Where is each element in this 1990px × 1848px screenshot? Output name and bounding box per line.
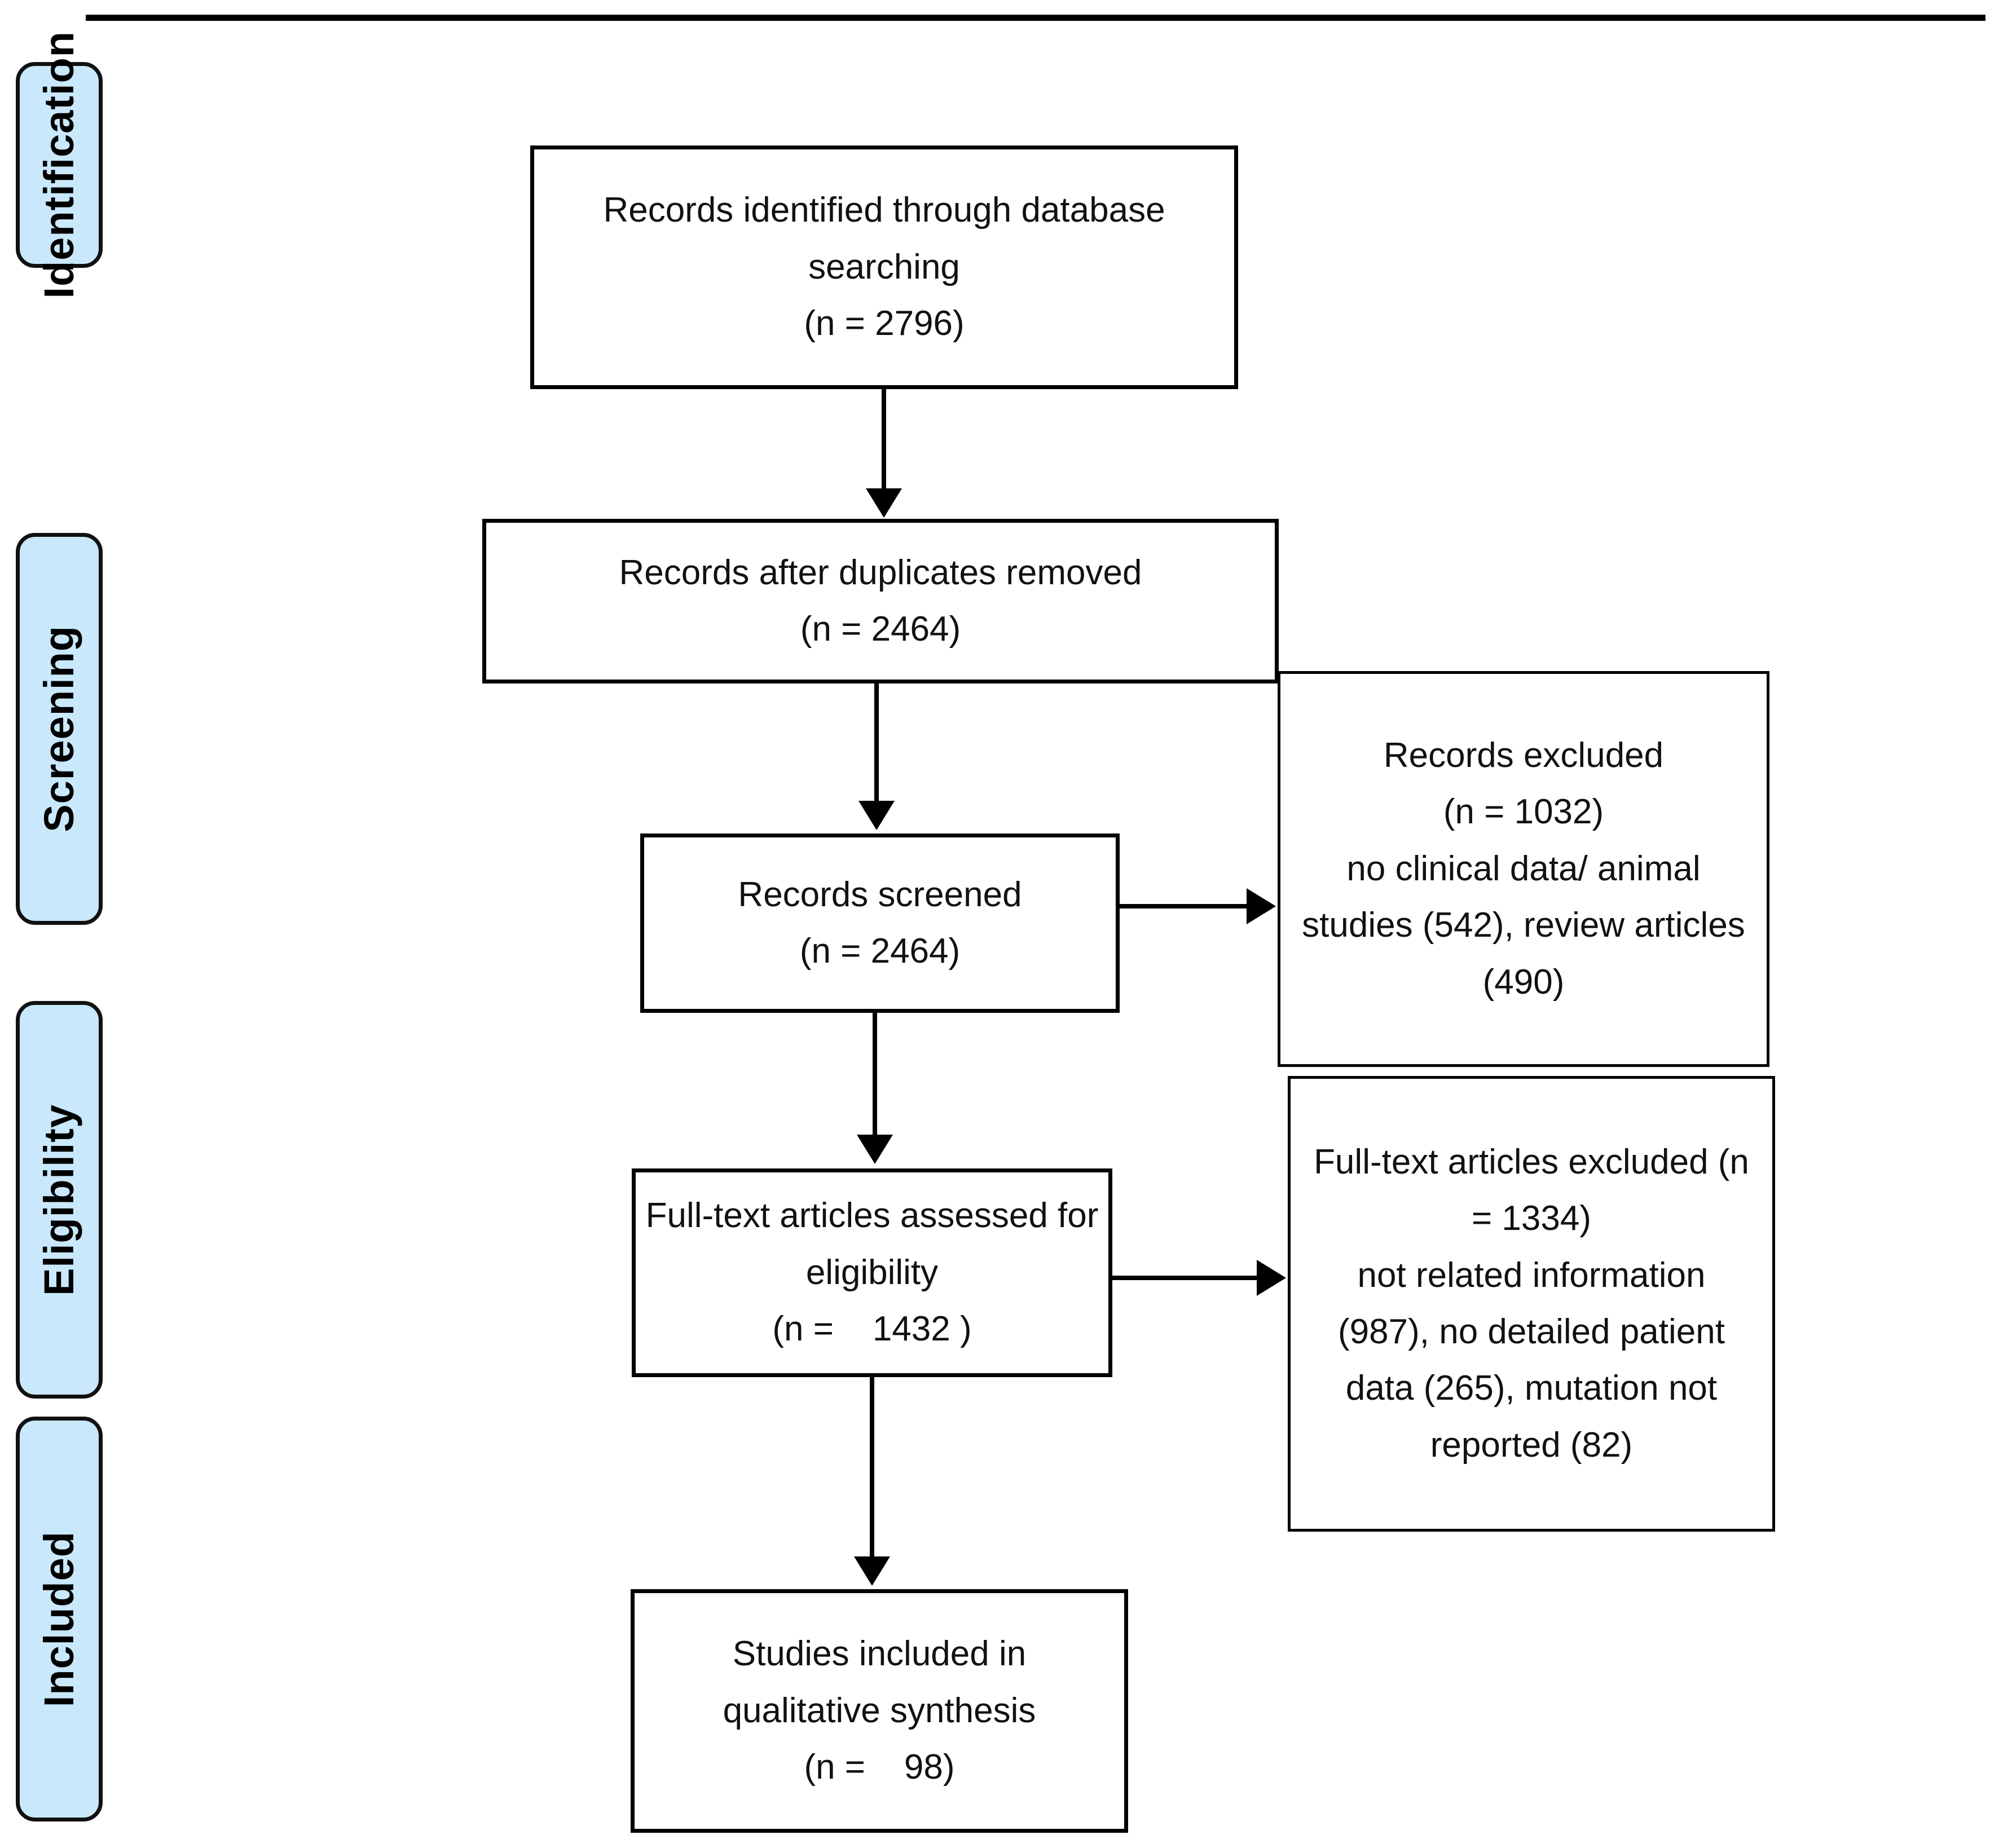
box-records-screened-line-2: (n = 2464) [799, 932, 961, 971]
box-records-screened-line-1: Records screened [738, 875, 1022, 914]
box-records-excluded-line-3: no clinical data/ animal [1346, 849, 1701, 888]
box-fulltext-excluded-line-5: data (265), mutation not [1345, 1369, 1718, 1408]
box-studies-included: Studies included in qualitative synthesi… [631, 1589, 1128, 1833]
stage-tab-screening: Screening [16, 533, 103, 925]
box-fulltext-assessed-line-3: (n = 1432 ) [772, 1309, 972, 1349]
box-studies-included-line-3: (n = 98) [804, 1748, 955, 1787]
box-records-identified-line-2: searching [808, 247, 960, 286]
stage-label-eligibility: Eligibility [36, 1104, 82, 1296]
box-records-excluded-line-5: (490) [1482, 962, 1565, 1002]
box-records-excluded-line-2: (n = 1032) [1443, 792, 1604, 832]
box-records-after-duplicates-line-2: (n = 2464) [800, 610, 961, 649]
connector-screened-to-excluded [1120, 904, 1251, 908]
connector-duplicates-to-screened [874, 683, 879, 805]
stage-tab-eligibility: Eligibility [16, 1001, 103, 1399]
box-fulltext-excluded-line-6: reported (82) [1430, 1425, 1633, 1465]
arrowhead-fulltext-to-included [854, 1556, 890, 1586]
connector-identified-to-duplicates [882, 389, 886, 512]
box-records-excluded-line-1: Records excluded [1383, 735, 1664, 775]
stage-tab-identification: Identification [16, 31, 103, 299]
stage-label-screening: Screening [36, 625, 82, 832]
box-fulltext-excluded-line-2: = 1334) [1471, 1199, 1591, 1238]
connector-fulltext-to-excluded [1112, 1276, 1260, 1280]
stage-label-included: Included [36, 1531, 82, 1708]
box-records-excluded-line-4: studies (542), review articles [1302, 906, 1745, 945]
box-fulltext-excluded-line-4: (987), no detailed patient [1338, 1312, 1725, 1351]
box-fulltext-excluded-line-3: not related information [1357, 1255, 1706, 1295]
arrowhead-duplicates-to-screened [858, 801, 895, 830]
arrowhead-screened-to-excluded [1247, 888, 1276, 924]
box-records-after-duplicates: Records after duplicates removed (n = 24… [482, 519, 1279, 683]
box-records-excluded: Records excluded (n = 1032) no clinical … [1278, 671, 1769, 1067]
box-records-identified: Records identified through database sear… [530, 145, 1238, 389]
stage-tab-included: Included [16, 1417, 103, 1821]
box-records-identified-line-3: (n = 2796) [804, 304, 965, 343]
box-records-identified-line-1: Records identified through database [603, 191, 1165, 230]
box-records-screened: Records screened (n = 2464) [640, 833, 1120, 1013]
box-studies-included-line-2: qualitative synthesis [723, 1691, 1036, 1730]
arrowhead-identified-to-duplicates [866, 488, 902, 518]
connector-screened-to-fulltext [873, 1013, 877, 1138]
box-fulltext-excluded-line-1: Full-text articles excluded (n [1314, 1142, 1749, 1181]
box-fulltext-assessed-line-2: eligibility [805, 1252, 939, 1292]
top-divider-rule [86, 15, 1985, 21]
box-studies-included-line-1: Studies included in [732, 1634, 1027, 1674]
box-records-after-duplicates-line-1: Records after duplicates removed [619, 553, 1142, 592]
stage-label-identification: Identification [36, 31, 82, 299]
arrowhead-screened-to-fulltext [857, 1135, 893, 1164]
box-fulltext-assessed: Full-text articles assessed for eligibil… [632, 1168, 1112, 1377]
connector-fulltext-to-included [870, 1377, 874, 1561]
box-fulltext-excluded: Full-text articles excluded (n = 1334) n… [1288, 1076, 1775, 1532]
box-fulltext-assessed-line-1: Full-text articles assessed for [645, 1196, 1099, 1236]
arrowhead-fulltext-to-excluded [1257, 1260, 1286, 1296]
